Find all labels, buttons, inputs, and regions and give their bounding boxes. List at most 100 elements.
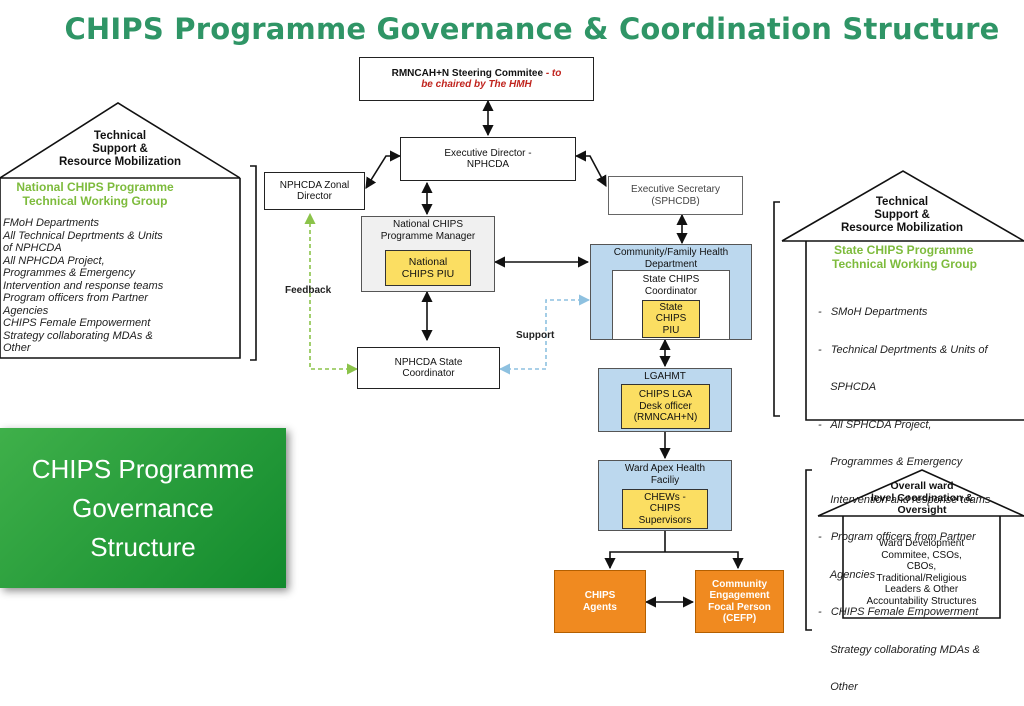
national-piu-node: National CHIPS PIU bbox=[385, 250, 471, 286]
national-manager-title: Programme Manager bbox=[380, 230, 476, 242]
banner-line1: CHIPS Programme bbox=[31, 453, 255, 484]
chews-suffix: Supervisors bbox=[638, 514, 692, 526]
cefp-line3: Focal Person bbox=[708, 601, 771, 613]
zonal-director-label: NPHCDA Zonal bbox=[279, 179, 350, 191]
list-item: Strategy collaborating MDAs & bbox=[818, 643, 981, 656]
list-item: - Program officers from Partner bbox=[818, 531, 976, 543]
national-piu-label: National bbox=[408, 255, 448, 268]
ward-body-line: Traditional/Religious bbox=[876, 572, 967, 584]
list-item: Intervention and response teams bbox=[3, 279, 164, 292]
list-item: Programmes & Emergency bbox=[3, 267, 136, 279]
left-roof-label: Technical Support & Resource Mobilizatio… bbox=[40, 130, 200, 169]
state-coordinator-label: State CHIPS bbox=[642, 274, 700, 285]
ward-apex-title: Faciliy bbox=[650, 474, 680, 486]
edge-exec-secretary bbox=[574, 150, 607, 187]
support-label: Support bbox=[516, 330, 555, 341]
list-item: Agencies bbox=[818, 568, 876, 581]
executive-director-label: Executive Director - bbox=[444, 147, 532, 159]
left-body-outline bbox=[0, 178, 241, 359]
steering-committee-node: RMNCAH+N Steering Commitee - to be chair… bbox=[359, 57, 594, 101]
ward-body-line: Accountability Structures bbox=[866, 595, 977, 607]
edge-ward-cefp bbox=[665, 551, 744, 570]
edge-ward-agents bbox=[604, 551, 665, 570]
left-roof-line1: Technical bbox=[93, 130, 147, 142]
chews-node: CHEWs - CHIPS Supervisors bbox=[622, 489, 708, 529]
ward-body-outline bbox=[842, 516, 1001, 619]
right-roof bbox=[781, 170, 1024, 242]
right-bracket bbox=[773, 201, 780, 417]
state-piu-label: State bbox=[659, 301, 683, 313]
cefp-line2: Engagement bbox=[709, 590, 770, 601]
nphcda-state-coordinator-label: NPHCDA State bbox=[394, 356, 463, 368]
governance-banner: CHIPS Programme Governance Structure bbox=[0, 428, 286, 588]
right-body-outline bbox=[805, 241, 1024, 421]
right-heading-line1: State CHIPS Programme bbox=[834, 243, 974, 257]
edge-feedback bbox=[304, 212, 359, 375]
list-item: - CHIPS Female Empowerment bbox=[818, 606, 979, 618]
nphcda-state-coordinator-title: Coordinator bbox=[402, 368, 455, 379]
cefp-label: Community bbox=[712, 578, 767, 590]
left-heading-line1: National CHIPS Programme bbox=[16, 180, 174, 194]
list-item: - SMoH Departments bbox=[818, 306, 928, 318]
list-item: Other bbox=[3, 342, 31, 354]
list-item: Strategy collaborating MDAs & bbox=[3, 329, 153, 342]
national-manager-label: National CHIPS bbox=[392, 219, 464, 230]
chips-agents-label: CHIPS bbox=[584, 590, 616, 601]
executive-secretary-org: (SPHCDB) bbox=[651, 195, 700, 207]
state-piu-node: State CHIPS PIU bbox=[642, 300, 700, 338]
feedback-label: Feedback bbox=[285, 285, 332, 296]
left-roof-line3: Resource Mobilization bbox=[58, 156, 182, 168]
edge-support bbox=[498, 294, 591, 375]
ward-roof-line3: Oversight bbox=[897, 504, 947, 516]
chips-agents-node: CHIPS Agents bbox=[554, 570, 646, 633]
cefp-node: Community Engagement Focal Person (CEFP) bbox=[695, 570, 784, 633]
lgahmt-label: LGAHMT bbox=[644, 371, 686, 382]
list-item: Program officers from Partner bbox=[3, 292, 148, 304]
state-coordinator-title: Coordinator bbox=[644, 285, 698, 297]
steering-committee-label: RMNCAH+N Steering Commitee bbox=[391, 67, 544, 79]
list-item: All NPHCDA Project, bbox=[3, 254, 105, 267]
left-panel-heading: National CHIPS Programme Technical Worki… bbox=[0, 180, 204, 208]
executive-director-node: Executive Director - NPHCDA bbox=[400, 137, 576, 181]
ward-body-line: Leaders & Other bbox=[884, 584, 959, 595]
state-piu-title: CHIPS bbox=[655, 313, 687, 325]
lga-desk-label: CHIPS LGA bbox=[638, 389, 693, 401]
lga-desk-title: Desk officer bbox=[639, 400, 692, 412]
nphcda-state-coordinator-node: NPHCDA State Coordinator bbox=[357, 347, 500, 389]
edge-exec-zonal bbox=[365, 150, 402, 189]
list-item: Intervention and response teams bbox=[818, 493, 991, 506]
ward-body-line: Commitee, CSOs, bbox=[881, 549, 962, 561]
list-item: All Technical Deprtments & Units bbox=[3, 229, 163, 242]
banner-line2: Governance bbox=[72, 492, 214, 523]
ward-roof-line1: Overall ward bbox=[890, 480, 954, 492]
left-panel-list: FMoH Departments All Technical Deprtment… bbox=[3, 217, 163, 355]
ward-panel-body: Ward Development Commitee, CSOs, CBOs, T… bbox=[843, 538, 1000, 607]
right-roof-label: Technical Support & Resource Mobilizatio… bbox=[822, 196, 982, 235]
zonal-director-title: Director bbox=[296, 191, 332, 202]
lga-desk-officer-node: CHIPS LGA Desk officer (RMNCAH+N) bbox=[621, 384, 710, 429]
page-title: CHIPS Programme Governance & Coordinatio… bbox=[64, 12, 1000, 46]
list-item: - Technical Deprtments & Units of bbox=[818, 343, 988, 356]
list-item: SPHCDA bbox=[818, 381, 877, 393]
lga-desk-suffix: (RMNCAH+N) bbox=[633, 412, 698, 424]
list-item: Other bbox=[818, 681, 858, 693]
right-roof-line3: Resource Mobilization bbox=[840, 222, 964, 234]
zonal-director-node: NPHCDA Zonal Director bbox=[264, 172, 365, 210]
left-roof bbox=[0, 102, 241, 179]
national-piu-title: CHIPS PIU bbox=[401, 268, 455, 280]
chews-title: CHIPS bbox=[649, 503, 681, 515]
list-item: of NPHCDA bbox=[3, 242, 62, 254]
ward-apex-label: Ward Apex Health bbox=[624, 463, 706, 474]
executive-director-org: NPHCDA bbox=[466, 159, 510, 170]
cfh-department-label: Community/Family Health bbox=[613, 247, 729, 258]
executive-secretary-node: Executive Secretary (SPHCDB) bbox=[608, 176, 743, 215]
cefp-line4: (CEFP) bbox=[722, 613, 757, 624]
list-item: CHIPS Female Empowerment bbox=[3, 317, 151, 329]
cfh-department-title: Department bbox=[644, 258, 698, 270]
list-item: - All SPHCDA Project, bbox=[818, 418, 932, 431]
ward-body-line: Ward Development bbox=[878, 538, 965, 549]
left-roof-line2: Support & bbox=[92, 143, 148, 155]
ward-roof-label: Overall ward level Coordination & Oversi… bbox=[852, 480, 992, 516]
state-piu-suffix: PIU bbox=[662, 324, 680, 336]
connector-lines bbox=[0, 99, 1024, 631]
